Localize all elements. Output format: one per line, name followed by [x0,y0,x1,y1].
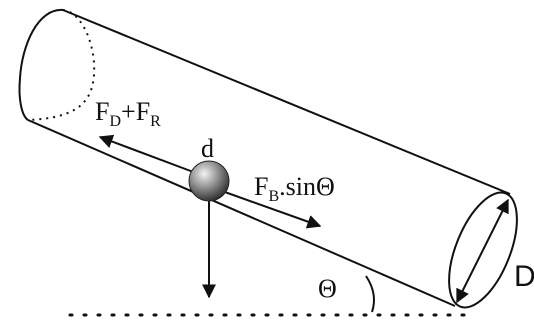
angle-arc [365,275,375,313]
angle-label: Θ [318,274,337,303]
pipe-left-end-solid [18,8,64,121]
pipe-bottom-edge [27,119,456,307]
pipe-diameter-label: D [514,260,534,293]
drag-friction-arrow [98,134,197,174]
diameter-arrow [456,198,509,304]
drag-friction-label: FD+FR [95,97,161,130]
buoyancy-component-arrow [221,190,322,229]
particle-sphere [188,160,230,202]
pipe-top-edge [62,9,511,195]
buoyancy-component-label: FB.sinΘ [254,172,335,205]
pipe-left-end-dotted [27,9,96,121]
particle-diameter-label: d [201,134,214,163]
